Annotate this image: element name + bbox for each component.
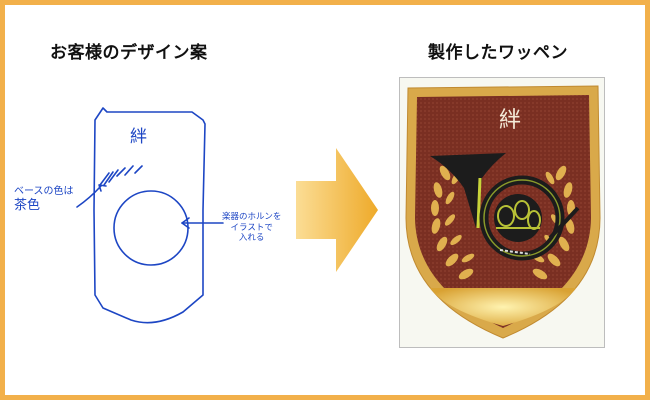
right-arrow-icon bbox=[296, 148, 378, 272]
customer-design-title: お客様のデザイン案 bbox=[50, 43, 208, 63]
patch-outline-sketch bbox=[93, 107, 206, 324]
patch-illustration bbox=[405, 85, 601, 339]
note-horn-illustration: 楽器のホルンを イラストで 入れる bbox=[222, 212, 281, 244]
french-horn-icon bbox=[430, 153, 580, 261]
patch-kanji: 絆 bbox=[499, 108, 522, 133]
note-line: 茶色 bbox=[14, 198, 41, 213]
note-line: ベースの色は bbox=[14, 186, 74, 197]
note-line: イラストで bbox=[230, 222, 273, 233]
note-line: 入れる bbox=[238, 233, 265, 243]
design-sketch bbox=[76, 107, 224, 324]
finished-patch-title: 製作したワッペン bbox=[428, 43, 568, 63]
note-line: 楽器のホルンを bbox=[222, 212, 282, 222]
sketch-kanji: 絆 bbox=[130, 127, 147, 147]
patch-photo: 絆 bbox=[399, 77, 605, 348]
note-base-color: ベースの色は 茶色 bbox=[14, 186, 74, 214]
